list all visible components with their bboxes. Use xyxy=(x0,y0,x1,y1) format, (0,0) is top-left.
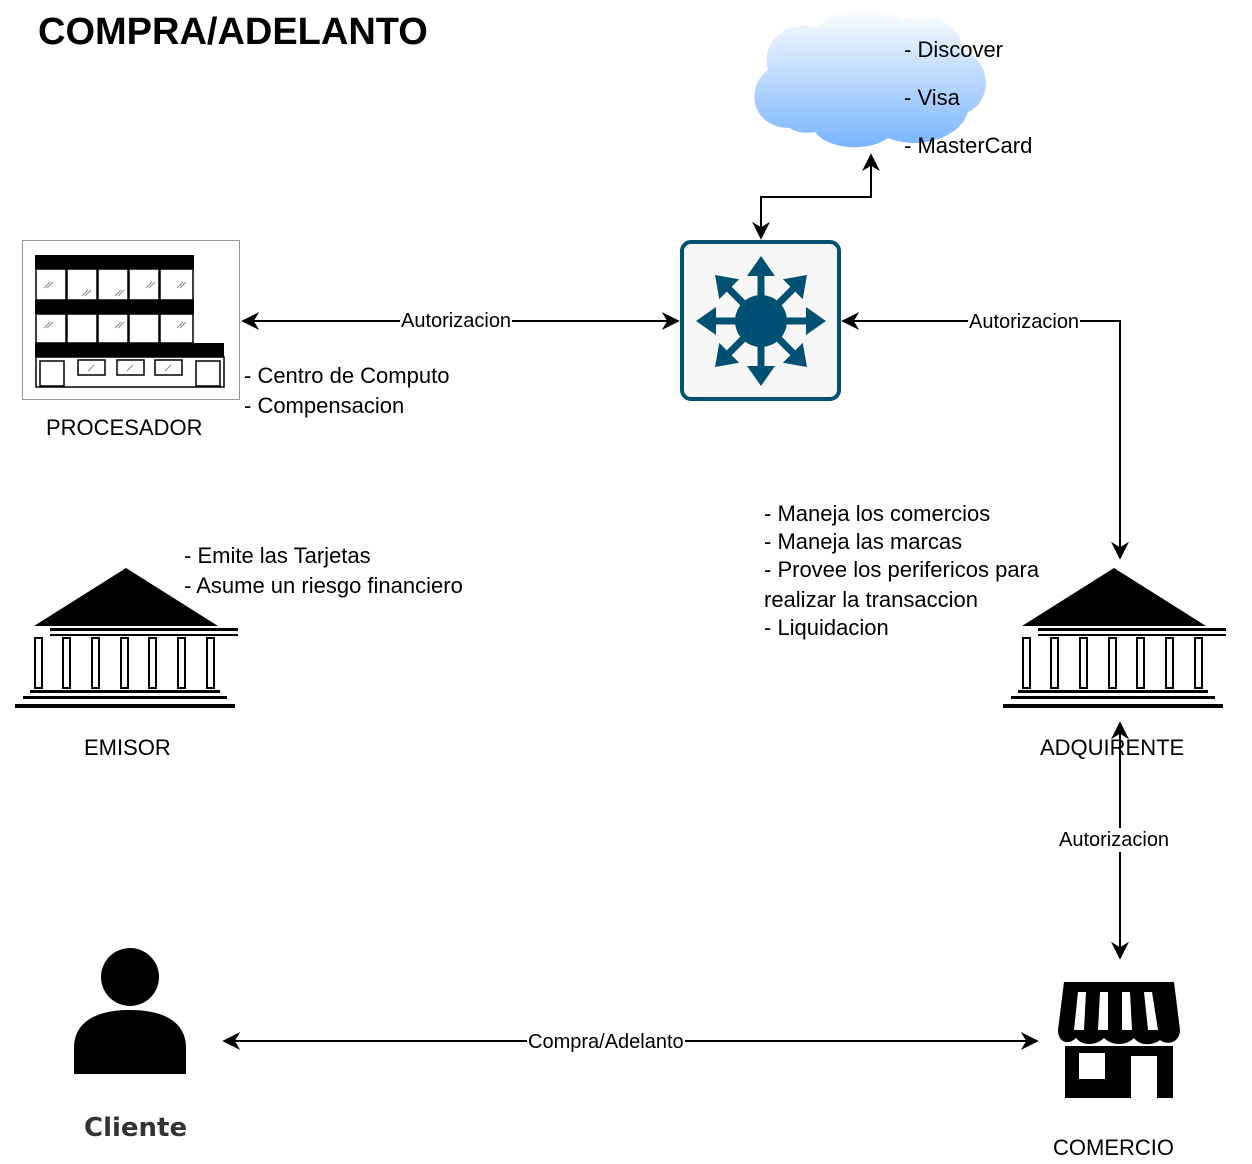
emisor-desc-line-1: - Emite las Tarjetas xyxy=(184,543,371,568)
bank-icon-adquirente xyxy=(1003,568,1226,708)
adquirente-desc-line-1: - Maneja los comercios xyxy=(764,501,991,526)
network-mastercard: - MasterCard xyxy=(904,133,1033,158)
edge-switch-adquirente xyxy=(841,312,1129,560)
office-building-icon xyxy=(22,240,240,400)
network-switch-icon xyxy=(680,240,841,401)
comercio-label: COMERCIO xyxy=(1053,1135,1174,1160)
page-title: COMPRA/ADELANTO xyxy=(38,11,428,53)
person-icon xyxy=(74,948,186,1074)
edge-label-switch-adquirente: Autorizacion xyxy=(968,310,1081,334)
procesador-desc-line-2: - Compensacion xyxy=(244,393,405,418)
adquirente-desc-line-5: - Liquidacion xyxy=(764,615,889,640)
procesador-label: PROCESADOR xyxy=(46,415,203,440)
edge-label-adquirente-comercio: Autorizacion xyxy=(1058,828,1171,852)
network-visa: - Visa xyxy=(904,85,960,110)
store-icon xyxy=(1058,982,1180,1098)
emisor-label: EMISOR xyxy=(84,735,171,760)
adquirente-label: ADQUIRENTE xyxy=(1040,735,1185,760)
edge-label-procesador-switch: Autorizacion xyxy=(400,309,513,333)
edge-label-cliente-comercio: Compra/Adelanto xyxy=(527,1030,685,1054)
adquirente-desc-line-3: - Provee los perifericos para xyxy=(764,557,1040,582)
edge-switch-networks xyxy=(752,153,880,240)
cloud-icon xyxy=(754,8,986,148)
adquirente-desc-line-4: realizar la transaccion xyxy=(764,587,978,612)
procesador-desc-line-1: - Centro de Computo xyxy=(244,363,450,388)
emisor-desc-line-2: - Asume un riesgo financiero xyxy=(184,573,463,598)
adquirente-desc-line-2: - Maneja las marcas xyxy=(764,529,963,554)
bank-icon-emisor xyxy=(15,568,238,708)
cliente-label: Cliente xyxy=(84,1113,188,1143)
network-discover: - Discover xyxy=(904,37,1004,62)
